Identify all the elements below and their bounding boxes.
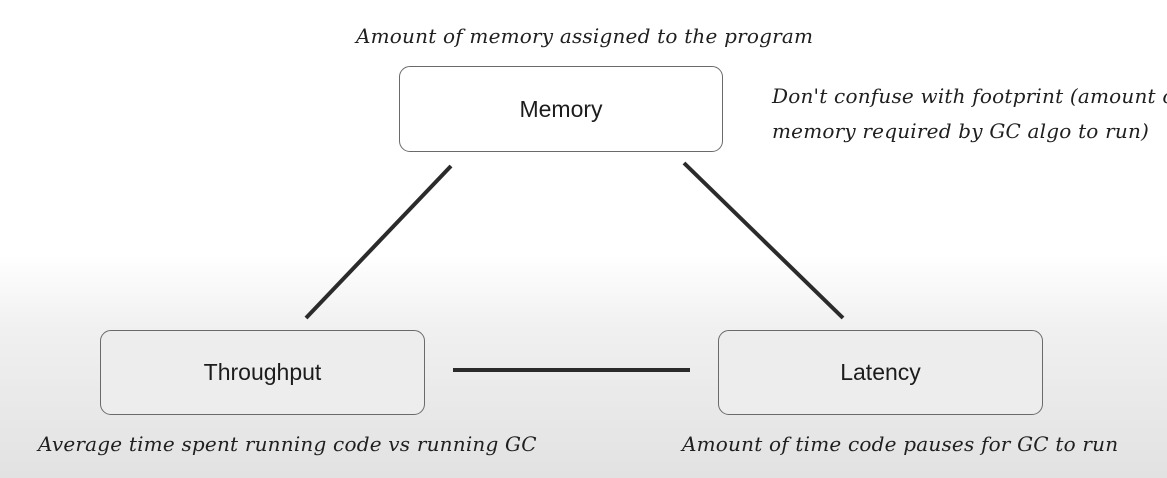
footprint-annotation-line-2: memory required by GC algo to run) <box>772 119 1150 143</box>
throughput-node: Throughput <box>100 330 425 415</box>
latency-node: Latency <box>718 330 1043 415</box>
footprint-annotation-line-1: Don't confuse with footprint (amount of <box>772 84 1167 108</box>
edge-memory-throughput <box>304 164 453 320</box>
throughput-annotation: Average time spent running code vs runni… <box>38 432 537 456</box>
latency-annotation: Amount of time code pauses for GC to run <box>682 432 1119 456</box>
memory-node-label: Memory <box>519 95 603 122</box>
throughput-node-label: Throughput <box>203 359 322 385</box>
memory-node: Memory <box>399 66 723 152</box>
latency-node-label: Latency <box>840 359 921 385</box>
edge-memory-latency <box>682 161 845 320</box>
memory-annotation: Amount of memory assigned to the program <box>356 24 814 48</box>
